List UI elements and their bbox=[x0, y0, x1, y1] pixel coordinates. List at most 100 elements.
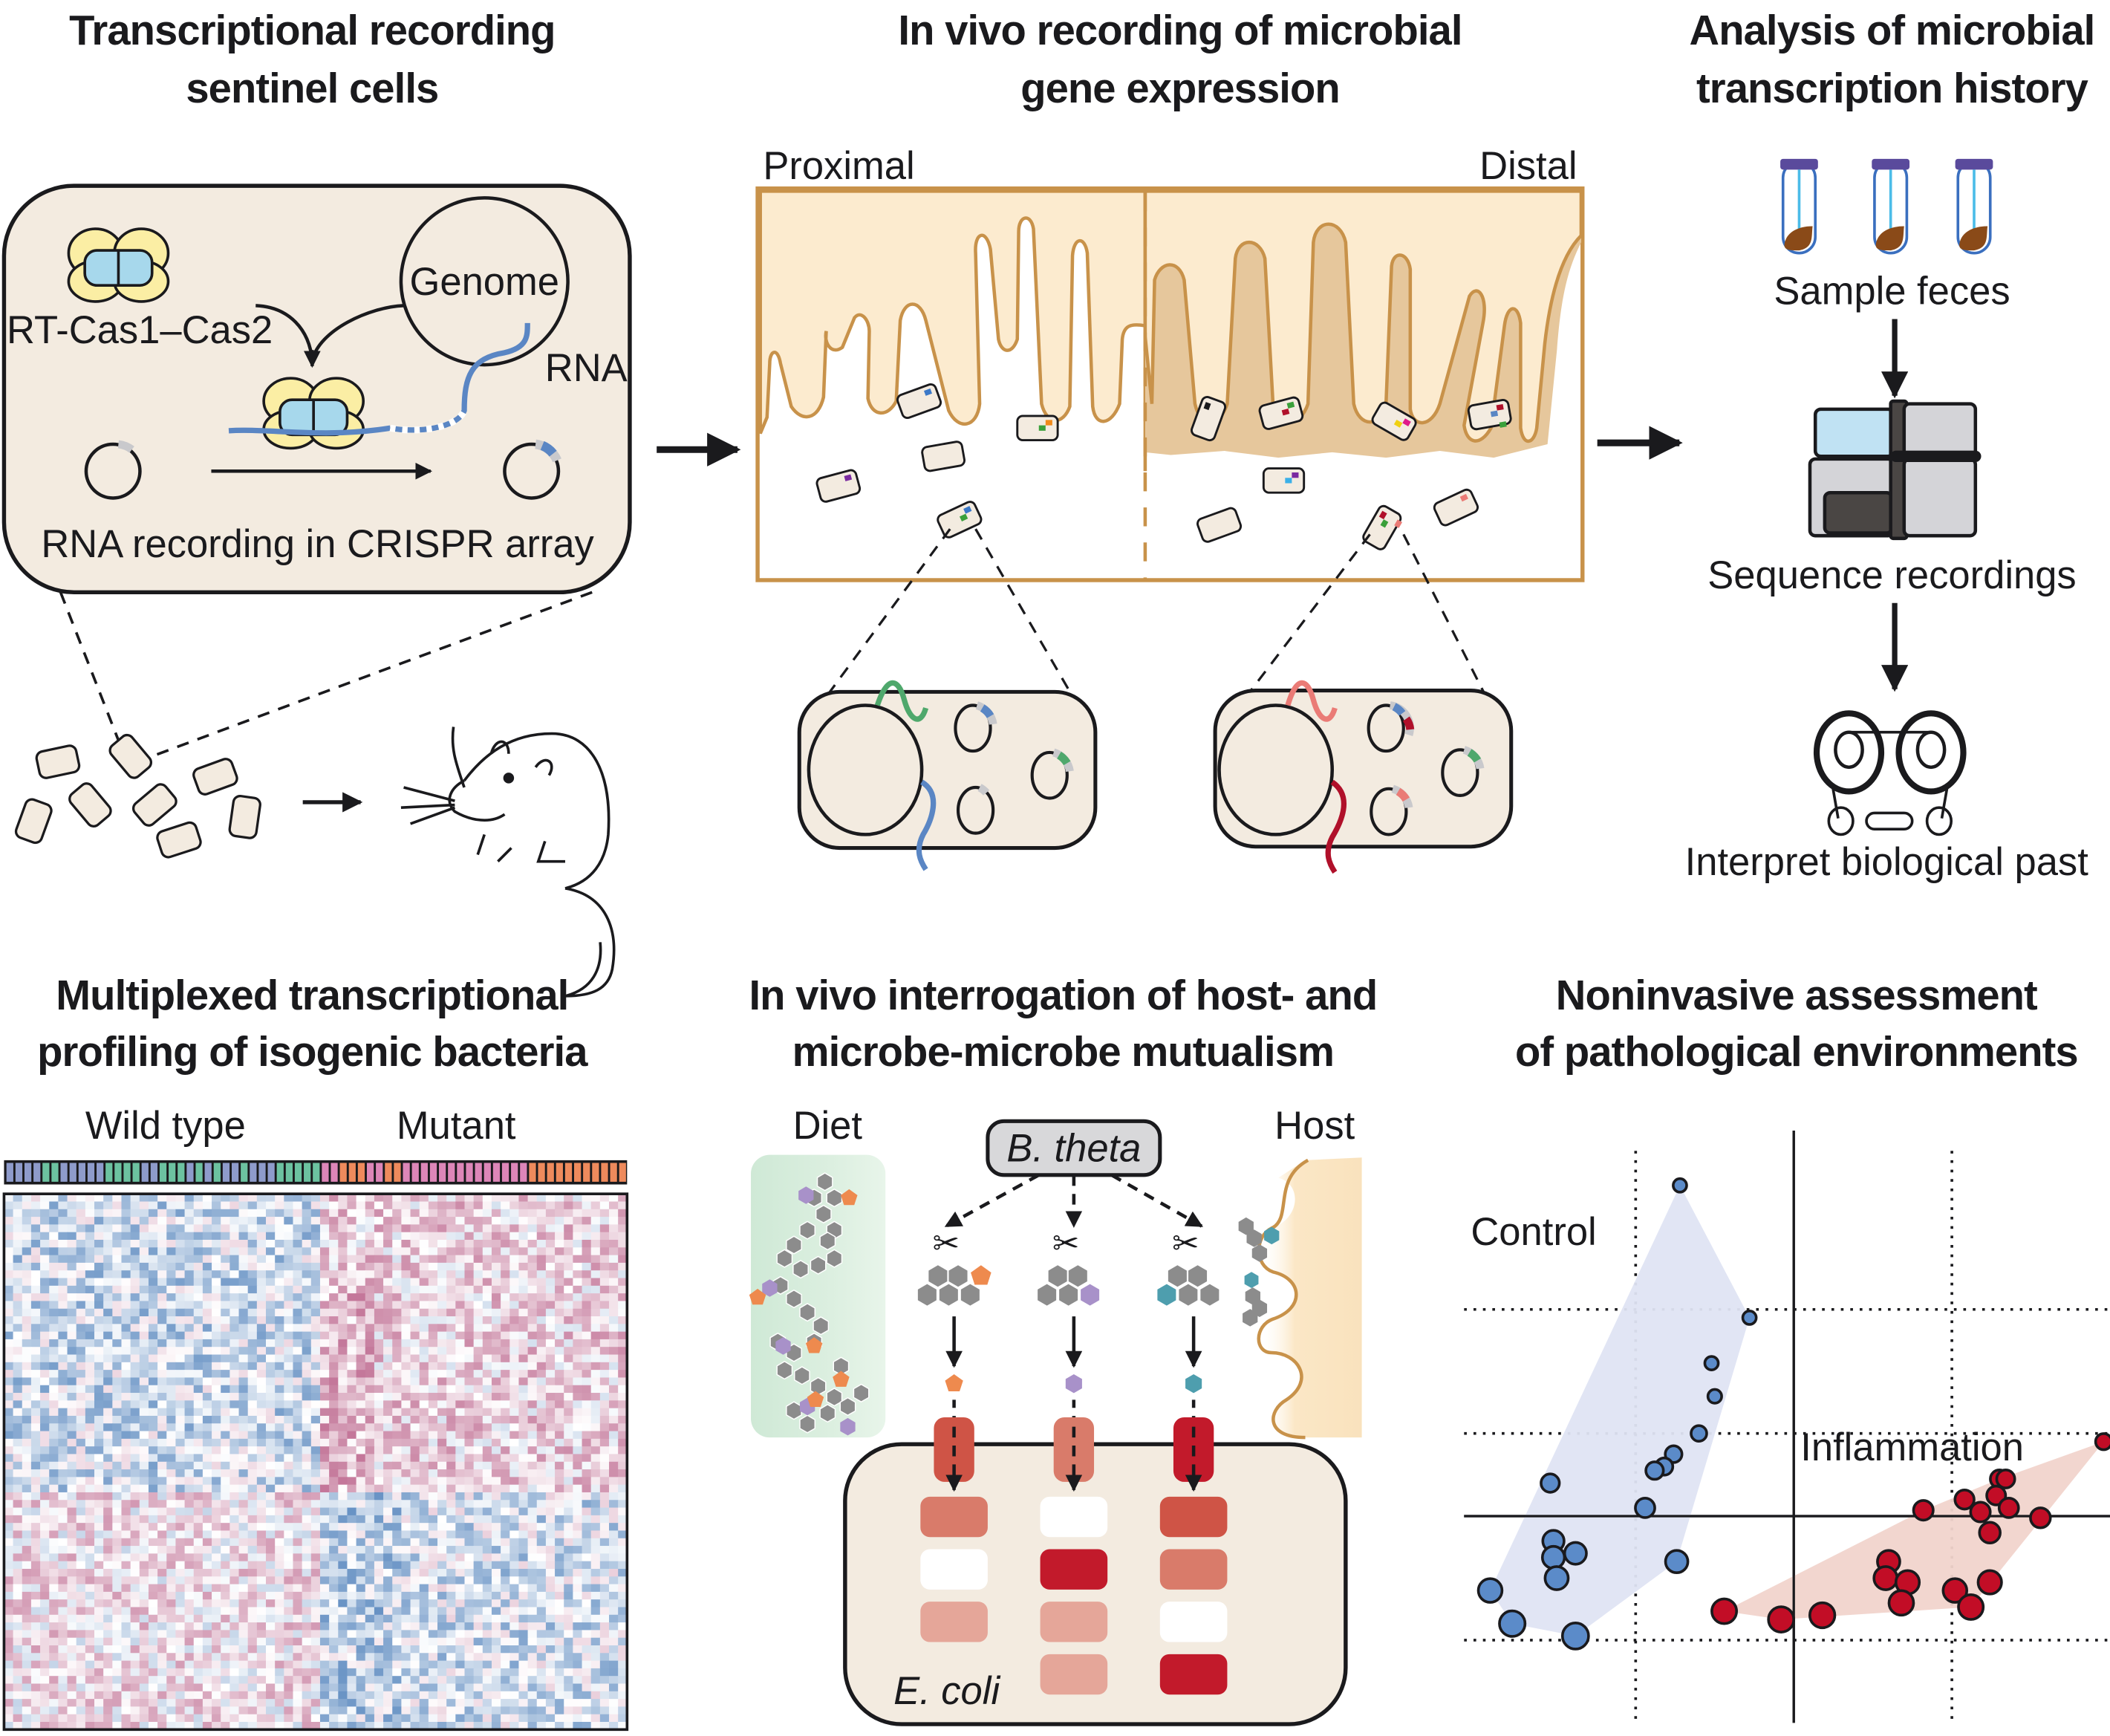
heatmap-cell bbox=[356, 1347, 366, 1355]
heatmap-cell bbox=[203, 1661, 212, 1669]
heatmap-cell bbox=[284, 1569, 293, 1577]
heatmap-cell bbox=[555, 1622, 564, 1631]
heatmap-cell bbox=[518, 1454, 528, 1462]
heatmap-cell bbox=[555, 1454, 564, 1462]
heatmap-cell bbox=[401, 1500, 411, 1508]
heatmap-cell bbox=[492, 1439, 501, 1447]
heatmap-cell bbox=[275, 1485, 284, 1493]
sample-swatch bbox=[322, 1163, 328, 1182]
heatmap-cell bbox=[600, 1553, 610, 1561]
heatmap-cell bbox=[266, 1462, 276, 1470]
heatmap-cell bbox=[365, 1232, 375, 1241]
heatmap-cell bbox=[157, 1676, 167, 1684]
panel-title-line2: profiling of isogenic bacteria bbox=[37, 1028, 588, 1075]
heatmap-cell bbox=[40, 1408, 50, 1417]
heatmap-cell bbox=[275, 1332, 284, 1340]
heatmap-cell bbox=[194, 1324, 203, 1332]
heatmap-cell bbox=[103, 1263, 113, 1271]
heatmap-cell bbox=[229, 1691, 239, 1700]
heatmap-cell bbox=[573, 1546, 582, 1554]
heatmap-cell bbox=[302, 1217, 312, 1225]
heatmap-cell bbox=[185, 1332, 195, 1340]
heatmap-cell bbox=[284, 1477, 293, 1485]
heatmap-cell bbox=[22, 1362, 32, 1371]
heatmap-cell bbox=[103, 1240, 113, 1248]
heatmap-cell bbox=[564, 1255, 573, 1264]
heatmap-cell bbox=[121, 1607, 131, 1615]
heatmap-cell bbox=[509, 1240, 519, 1248]
heatmap-cell bbox=[392, 1684, 402, 1692]
heatmap-cell bbox=[112, 1316, 122, 1324]
heatmap-cell bbox=[555, 1553, 564, 1561]
heatmap-cell bbox=[166, 1370, 176, 1378]
heatmap-cell bbox=[248, 1569, 258, 1577]
heatmap-cell bbox=[329, 1416, 339, 1424]
heatmap-cell bbox=[85, 1209, 95, 1218]
heatmap-cell bbox=[401, 1630, 411, 1638]
sample-swatch bbox=[268, 1163, 275, 1182]
heatmap-cell bbox=[411, 1286, 420, 1294]
heatmap-cell bbox=[374, 1676, 384, 1684]
heatmap-cell bbox=[275, 1209, 284, 1218]
heatmap-cell bbox=[420, 1385, 429, 1394]
heatmap-cell bbox=[40, 1676, 50, 1684]
heatmap-cell bbox=[112, 1485, 122, 1493]
heatmap-cell bbox=[131, 1553, 140, 1561]
heatmap-cell bbox=[203, 1446, 212, 1454]
heatmap-cell bbox=[203, 1377, 212, 1385]
heatmap-cell bbox=[582, 1500, 592, 1508]
heatmap-cell bbox=[555, 1247, 564, 1255]
heatmap-cell bbox=[293, 1492, 302, 1501]
heatmap-cell bbox=[464, 1530, 474, 1538]
heatmap-cell bbox=[365, 1339, 375, 1347]
heatmap-cell bbox=[49, 1538, 59, 1547]
heatmap-cell bbox=[455, 1645, 465, 1654]
heatmap-cell bbox=[392, 1485, 402, 1493]
heatmap-cell bbox=[76, 1661, 86, 1669]
heatmap-cell bbox=[546, 1523, 556, 1531]
heatmap-cell bbox=[401, 1684, 411, 1692]
heatmap-cell bbox=[13, 1668, 23, 1677]
heatmap-cell bbox=[365, 1714, 375, 1723]
heatmap-cell bbox=[474, 1347, 483, 1355]
heatmap-cell bbox=[212, 1339, 221, 1347]
heatmap-cell bbox=[248, 1668, 258, 1677]
heatmap-cell bbox=[455, 1508, 465, 1516]
heatmap-cell bbox=[455, 1393, 465, 1401]
heatmap-cell bbox=[275, 1224, 284, 1232]
heatmap-cell bbox=[528, 1355, 538, 1363]
heatmap-cell bbox=[546, 1293, 556, 1301]
heatmap-cell bbox=[94, 1400, 104, 1408]
heatmap-cell bbox=[76, 1370, 86, 1378]
heatmap-cell bbox=[175, 1508, 185, 1516]
heatmap-cell bbox=[546, 1699, 556, 1707]
heatmap-cell bbox=[455, 1638, 465, 1646]
heatmap-cell bbox=[320, 1293, 330, 1301]
heatmap-cell bbox=[383, 1515, 393, 1524]
heatmap-cell bbox=[564, 1592, 573, 1600]
heatmap-cell bbox=[76, 1385, 86, 1394]
heatmap-cell bbox=[149, 1454, 158, 1462]
heatmap-cell bbox=[437, 1324, 447, 1332]
heatmap-cell bbox=[40, 1500, 50, 1508]
heatmap-cell bbox=[22, 1523, 32, 1531]
heatmap-cell bbox=[166, 1332, 176, 1340]
heatmap-cell bbox=[166, 1439, 176, 1447]
heatmap-cell bbox=[483, 1500, 492, 1508]
heatmap-cell bbox=[455, 1607, 465, 1615]
sample-swatch bbox=[484, 1163, 491, 1182]
heatmap-cell bbox=[194, 1332, 203, 1340]
heatmap-cell bbox=[311, 1599, 321, 1607]
heatmap-cell bbox=[157, 1630, 167, 1638]
heatmap-cell bbox=[302, 1332, 312, 1340]
heatmap-cell bbox=[483, 1217, 492, 1225]
heatmap-cell bbox=[103, 1309, 113, 1317]
heatmap-cell bbox=[501, 1416, 510, 1424]
heatmap-cell bbox=[131, 1630, 140, 1638]
heatmap-cell bbox=[501, 1630, 510, 1638]
heatmap-cell bbox=[374, 1477, 384, 1485]
heatmap-cell bbox=[383, 1485, 393, 1493]
heatmap-cell bbox=[131, 1431, 140, 1440]
heatmap-cell bbox=[284, 1400, 293, 1408]
heatmap-cell bbox=[293, 1523, 302, 1531]
